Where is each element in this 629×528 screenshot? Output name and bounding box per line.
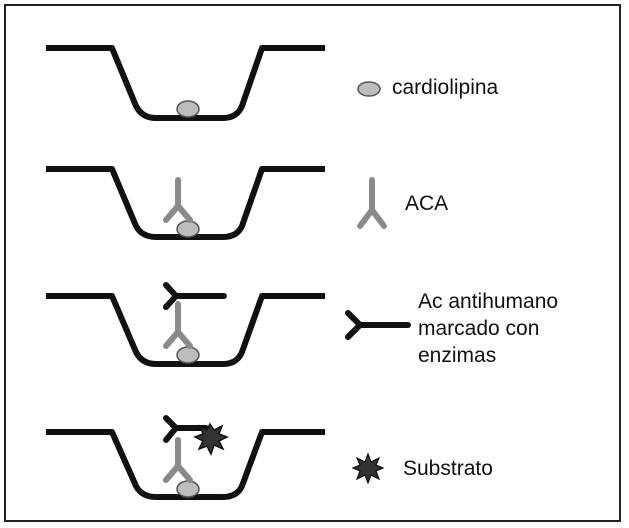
cardiolipina-icon (354, 78, 384, 100)
label-antihuman-line1: Ac antihumano (418, 288, 618, 315)
aca-antibody-icon (352, 176, 392, 236)
label-substrato: Substrato (403, 455, 493, 482)
well-step-2 (46, 169, 325, 237)
antihuman-in-well-3 (166, 285, 224, 307)
label-cardiolipina: cardiolipina (392, 74, 498, 101)
label-antihuman-line3: enzimas (418, 342, 618, 369)
label-antihuman: Ac antihumano marcado con enzimas (418, 288, 618, 369)
cardiolipina-in-well-1 (177, 101, 199, 117)
label-antihuman-line2: marcado con (418, 315, 618, 342)
well-step-1 (46, 48, 325, 118)
antihuman-antibody-icon (342, 308, 412, 342)
substrato-icon (352, 452, 384, 484)
well-step-3 (46, 285, 325, 364)
well-step-4 (46, 418, 325, 497)
label-aca: ACA (405, 190, 448, 217)
aca-in-well-2 (166, 180, 190, 220)
